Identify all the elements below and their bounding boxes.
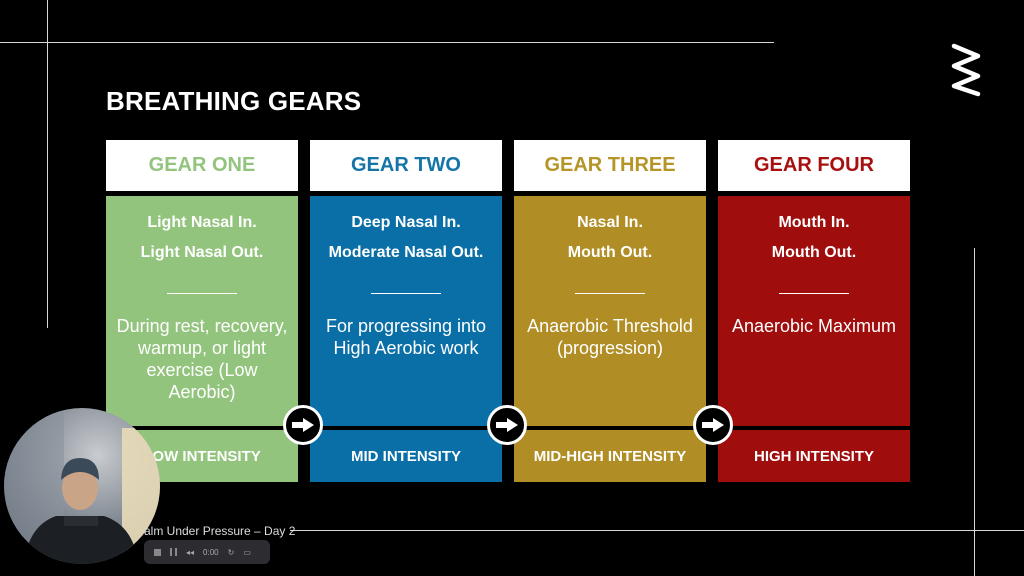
gear-heading: GEAR FOUR bbox=[718, 140, 910, 191]
playback-timer: 0:00 bbox=[203, 547, 219, 557]
gear-card: Mouth In. Mouth Out. Anaerobic Maximum bbox=[718, 196, 910, 426]
gear-column-one: GEAR ONE Light Nasal In. Light Nasal Out… bbox=[106, 140, 298, 482]
right-vertical-rule bbox=[974, 248, 975, 576]
breathing-out: Light Nasal Out. bbox=[140, 244, 264, 261]
intensity-label: HIGH INTENSITY bbox=[718, 430, 910, 482]
gear-card: Nasal In. Mouth Out. Anaerobic Threshold… bbox=[514, 196, 706, 426]
top-rule bbox=[0, 42, 774, 43]
stop-icon[interactable] bbox=[154, 548, 161, 556]
gear-column-four: GEAR FOUR Mouth In. Mouth Out. Anaerobic… bbox=[718, 140, 910, 482]
gear-column-three: GEAR THREE Nasal In. Mouth Out. Anaerobi… bbox=[514, 140, 706, 482]
gear-heading: GEAR TWO bbox=[310, 140, 502, 191]
gear-description: Anaerobic Maximum bbox=[731, 316, 897, 336]
zigzag-logo-icon bbox=[951, 43, 981, 97]
breathing-out: Mouth Out. bbox=[771, 244, 857, 261]
presentation-caption: alm Under Pressure – Day 2 bbox=[144, 524, 296, 538]
divider bbox=[371, 293, 441, 294]
gear-card: Light Nasal In. Light Nasal Out. During … bbox=[106, 196, 298, 426]
gear-heading: GEAR THREE bbox=[514, 140, 706, 191]
gear-description: For progressing into High Aerobic work bbox=[325, 316, 487, 358]
gear-description: Anaerobic Threshold (progression) bbox=[527, 316, 693, 358]
restart-icon[interactable]: ↻ bbox=[227, 547, 235, 557]
breathing-in: Deep Nasal In. bbox=[351, 214, 461, 231]
arrow-right-icon bbox=[283, 405, 323, 445]
pause-icon[interactable] bbox=[170, 548, 177, 556]
breathing-in: Mouth In. bbox=[778, 214, 850, 231]
divider bbox=[167, 293, 237, 294]
gear-description: During rest, recovery, warmup, or light … bbox=[116, 316, 288, 402]
arrow-right-icon bbox=[693, 405, 733, 445]
trash-icon[interactable]: ▭ bbox=[243, 547, 251, 557]
intensity-label: MID-HIGH INTENSITY bbox=[514, 430, 706, 482]
arrow-right-icon bbox=[487, 405, 527, 445]
gear-heading: GEAR ONE bbox=[106, 140, 298, 191]
breathing-in: Light Nasal In. bbox=[147, 214, 257, 231]
breathing-out: Mouth Out. bbox=[567, 244, 653, 261]
gear-card: Deep Nasal In. Moderate Nasal Out. For p… bbox=[310, 196, 502, 426]
left-vertical-rule bbox=[47, 0, 48, 328]
intensity-label: MID INTENSITY bbox=[310, 430, 502, 482]
presenter-webcam[interactable] bbox=[4, 408, 160, 564]
page-title: BREATHING GEARS bbox=[106, 86, 362, 116]
divider bbox=[779, 293, 849, 294]
rewind-icon[interactable]: ◂◂ bbox=[186, 547, 195, 557]
bottom-rule bbox=[290, 530, 1024, 531]
divider bbox=[575, 293, 645, 294]
breathing-out: Moderate Nasal Out. bbox=[328, 244, 484, 261]
gear-column-two: GEAR TWO Deep Nasal In. Moderate Nasal O… bbox=[310, 140, 502, 482]
media-controls: ◂◂ 0:00 ↻ ▭ bbox=[144, 540, 270, 564]
breathing-in: Nasal In. bbox=[577, 214, 643, 231]
presenter-silhouette bbox=[4, 408, 160, 564]
